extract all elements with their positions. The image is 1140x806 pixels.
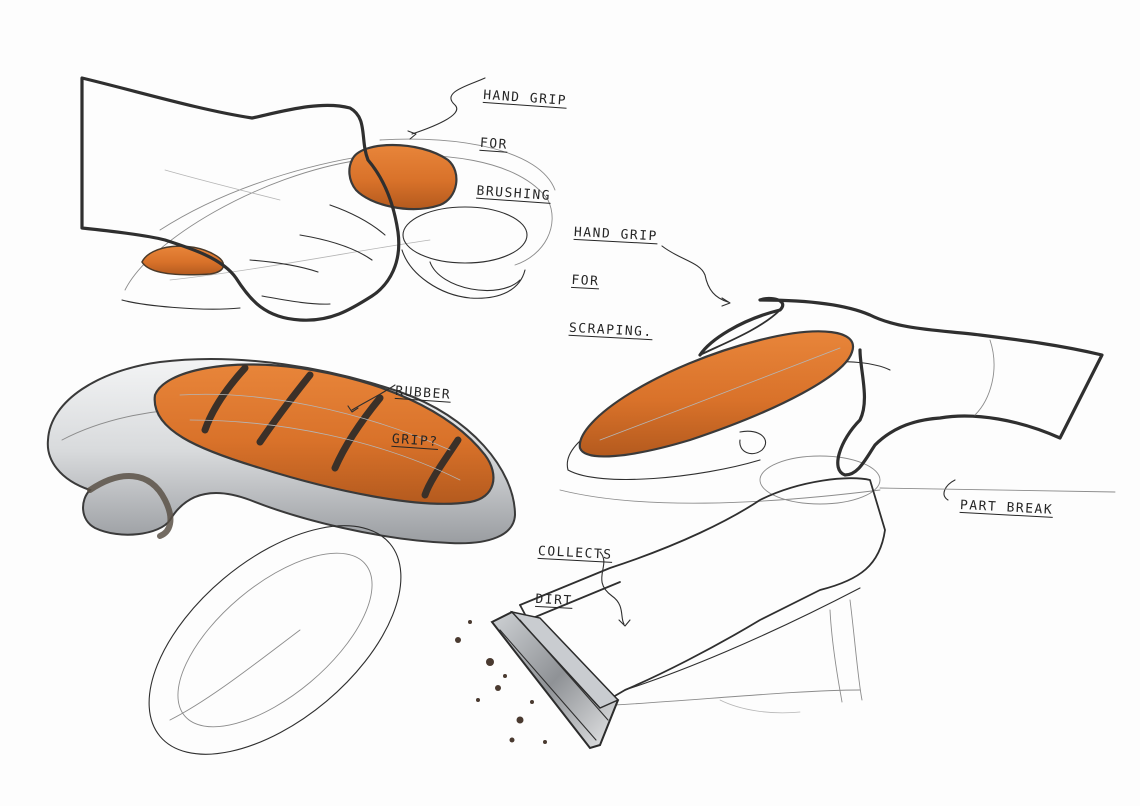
annotation-rubber-grip: RUBBER GRIP? <box>389 352 454 484</box>
top-brush-sketch <box>80 76 556 322</box>
annotation-brushing-line-2: FOR <box>479 135 509 153</box>
annotation-scraping-line-2: FOR <box>571 272 600 290</box>
annotation-scraping-line-3: SCRAPING. <box>568 320 654 341</box>
annotation-brushing-line-1: HAND GRIP <box>482 87 568 109</box>
scraper-blade <box>490 610 620 750</box>
top-hand-outline <box>80 76 401 322</box>
annotation-rubber-line-1: RUBBER <box>394 383 452 403</box>
annotation-part-break: PART BREAK <box>958 466 1055 551</box>
annotation-rubber-line-2: GRIP? <box>391 431 439 451</box>
annotation-scraping-grip: HAND GRIP FOR SCRAPING. <box>567 193 660 373</box>
annotation-collects-line-1: COLLECTS <box>537 543 613 563</box>
annotation-brushing-line-3: BRUSHING <box>476 183 552 204</box>
rubber-grip-brush-sketch <box>46 357 517 755</box>
brushing-grip-lower <box>141 245 225 276</box>
annotation-collects-line-2: DIRT <box>535 591 574 609</box>
dirt-specks <box>455 620 547 744</box>
annotation-part-break-line-1: PART BREAK <box>959 497 1054 518</box>
annotation-scraping-line-1: HAND GRIP <box>573 224 659 245</box>
annotation-brushing-grip: HAND GRIP FOR BRUSHING <box>474 56 570 237</box>
right-hand-outline <box>698 296 1104 477</box>
scraping-grip <box>578 330 855 458</box>
scraper-arm <box>519 477 886 701</box>
annotation-collects-dirt: COLLECTS DIRT <box>533 512 614 644</box>
scraper-sketch <box>455 245 1116 750</box>
brushing-grip-orange <box>348 144 458 211</box>
